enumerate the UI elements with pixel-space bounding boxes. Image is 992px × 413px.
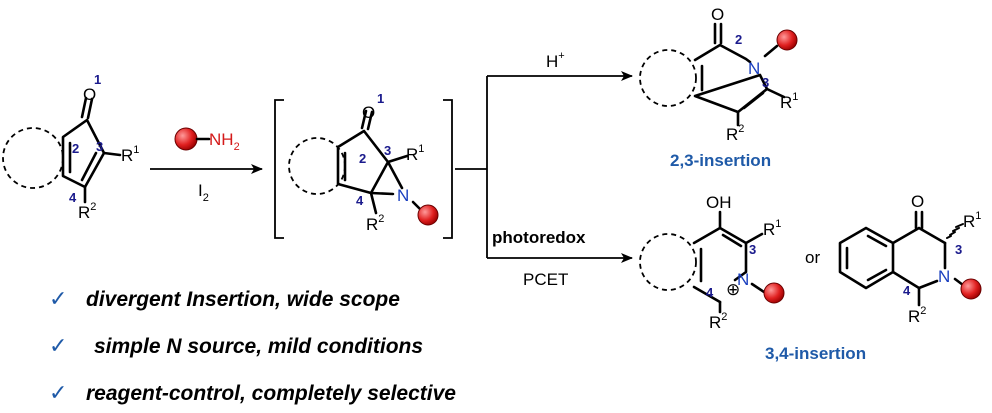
position-2: 2 <box>359 151 366 166</box>
substituent-r2: R2 <box>78 201 96 222</box>
aziridine-intermediate: O 1 2 3 4 N R1 R2 <box>274 91 453 239</box>
position-3: 3 <box>749 242 756 257</box>
check-icon: ✓ <box>49 286 67 311</box>
feature-item: ✓ divergent Insertion, wide scope <box>49 286 400 311</box>
feature-text: simple N source, mild conditions <box>94 335 423 358</box>
fused-ring-placeholder-2 <box>288 137 346 195</box>
position-1: 1 <box>377 91 384 106</box>
feature-list: ✓ divergent Insertion, wide scope ✓ simp… <box>49 286 456 405</box>
feature-item: ✓ reagent-control, completely selective <box>49 380 456 405</box>
substituent-r1: R1 <box>780 91 798 112</box>
product-2-3-insertion: O 2 N 3 R1 R2 2,3-insertion <box>639 5 798 170</box>
intermediate-oxygen: O <box>362 103 375 122</box>
insertion-label-3-4: 3,4-insertion <box>765 344 866 363</box>
product-isoquinolinone: O 3 4 N R1 R2 3,4-insertion <box>765 192 982 363</box>
right-bracket <box>443 99 453 239</box>
position-1: 1 <box>94 72 101 87</box>
n-substituent-ball <box>776 29 798 51</box>
substituent-r2: R2 <box>366 213 384 234</box>
substituent-r2: R2 <box>908 305 926 326</box>
aziridine-nitrogen: N <box>397 186 409 205</box>
check-icon: ✓ <box>49 333 67 358</box>
acid-condition: H+ <box>546 50 565 71</box>
substituent-r1: R1 <box>763 218 781 239</box>
amine-reagent: NH2 <box>209 130 240 153</box>
pyridinium-nitrogen: N <box>737 270 749 289</box>
position-3: 3 <box>384 143 391 158</box>
reagent-arrow-group: NH2 I2 <box>150 127 263 204</box>
iodine-reagent: I2 <box>198 181 209 204</box>
feature-text: reagent-control, completely selective <box>86 382 456 405</box>
pyridone-nitrogen: N <box>748 59 760 78</box>
n-substituent-ball <box>763 282 785 304</box>
position-4: 4 <box>903 283 911 298</box>
positive-charge: ⊕ <box>726 280 740 299</box>
product-pyridinium: OH 3 N ⊕ 4 R1 R2 or <box>639 193 820 332</box>
hydroxyl-group: OH <box>706 193 732 212</box>
check-icon: ✓ <box>49 380 67 405</box>
substituent-r1: R1 <box>121 144 139 165</box>
position-3: 3 <box>955 242 962 257</box>
position-4: 4 <box>69 190 77 205</box>
n-substituent-ball <box>417 204 439 226</box>
fused-ring-placeholder-3 <box>639 49 697 107</box>
or-text: or <box>805 248 820 267</box>
insertion-label-2-3: 2,3-insertion <box>670 151 771 170</box>
substituent-r2: R2 <box>709 311 727 332</box>
starting-material: O 1 2 3 4 R1 R2 <box>2 72 139 222</box>
n-substituent-ball <box>960 278 982 300</box>
position-4: 4 <box>706 285 714 300</box>
carbonyl-oxygen: O <box>83 85 96 104</box>
position-3: 3 <box>762 75 769 90</box>
substituent-r1: R1 <box>963 210 981 231</box>
position-2: 2 <box>72 141 79 156</box>
photoredox-condition: photoredox <box>492 228 586 247</box>
fused-ring-placeholder <box>2 127 64 189</box>
position-3: 3 <box>96 139 103 154</box>
fused-ring-placeholder-4 <box>639 233 697 291</box>
substituent-r1: R1 <box>406 143 424 164</box>
nitrogen-source-ball <box>174 127 198 151</box>
feature-item: ✓ simple N source, mild conditions <box>49 333 423 358</box>
left-bracket <box>274 99 284 239</box>
amine-nitrogen: N <box>938 267 950 286</box>
pcet-condition: PCET <box>523 270 568 289</box>
substituent-r2: R2 <box>726 123 744 144</box>
ketone-oxygen: O <box>911 192 924 211</box>
position-2: 2 <box>735 32 742 47</box>
feature-text: divergent Insertion, wide scope <box>86 288 400 311</box>
position-4: 4 <box>356 193 364 208</box>
pyridone-oxygen: O <box>711 5 724 24</box>
branch-arrows: H+ photoredox PCET <box>455 50 633 289</box>
